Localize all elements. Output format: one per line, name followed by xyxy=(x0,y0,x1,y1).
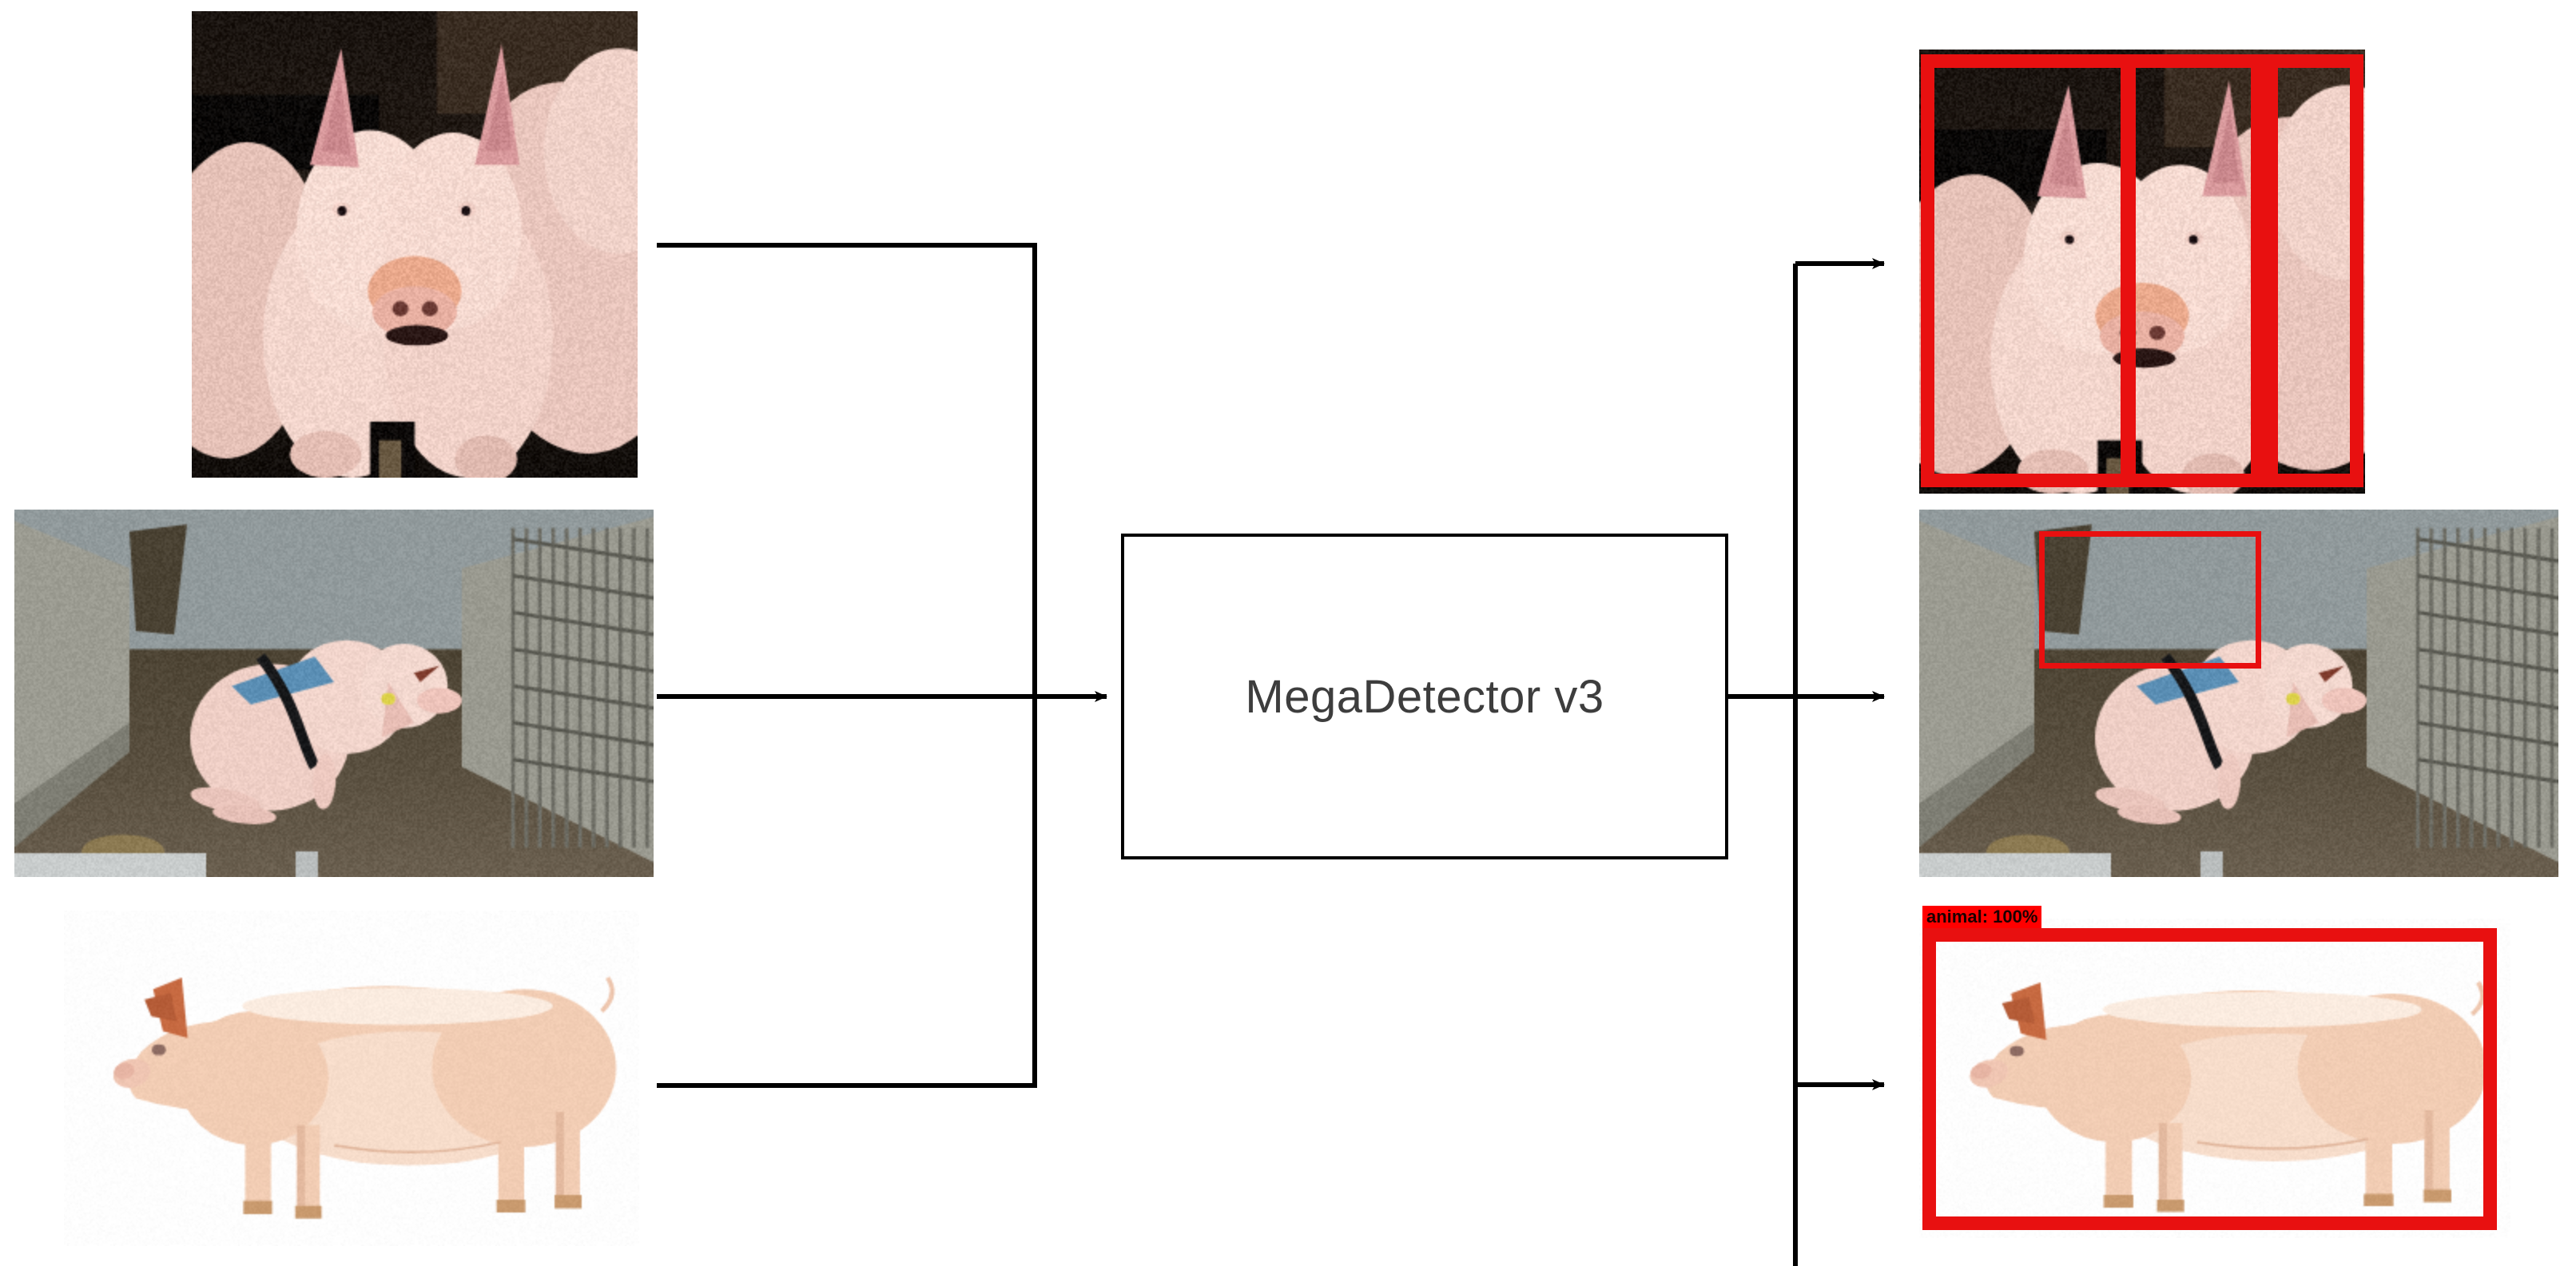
input-image-pigs-closeup xyxy=(192,11,638,478)
detection-overlay-pig-pen xyxy=(1919,510,2558,877)
output-image-pigs-closeup xyxy=(1919,50,2365,494)
model-box-label: MegaDetector v3 xyxy=(1245,670,1604,723)
detection-box xyxy=(2122,54,2264,487)
output-image-pig-studio xyxy=(1919,919,2510,1238)
model-box: MegaDetector v3 xyxy=(1121,534,1728,859)
output-image-pig-pen xyxy=(1919,510,2558,877)
detection-box xyxy=(2264,54,2363,487)
detection-box xyxy=(1921,54,2134,487)
detection-box xyxy=(2039,531,2261,669)
detection-box xyxy=(1922,928,2497,1230)
input-image-pig-studio xyxy=(64,911,639,1246)
detection-overlay-pigs-closeup xyxy=(1919,50,2365,494)
input-image-pig-pen xyxy=(14,510,654,877)
detection-overlay-pig-studio: animal: 100% xyxy=(1919,906,2510,1238)
detection-label: animal: 100% xyxy=(1922,906,2042,929)
